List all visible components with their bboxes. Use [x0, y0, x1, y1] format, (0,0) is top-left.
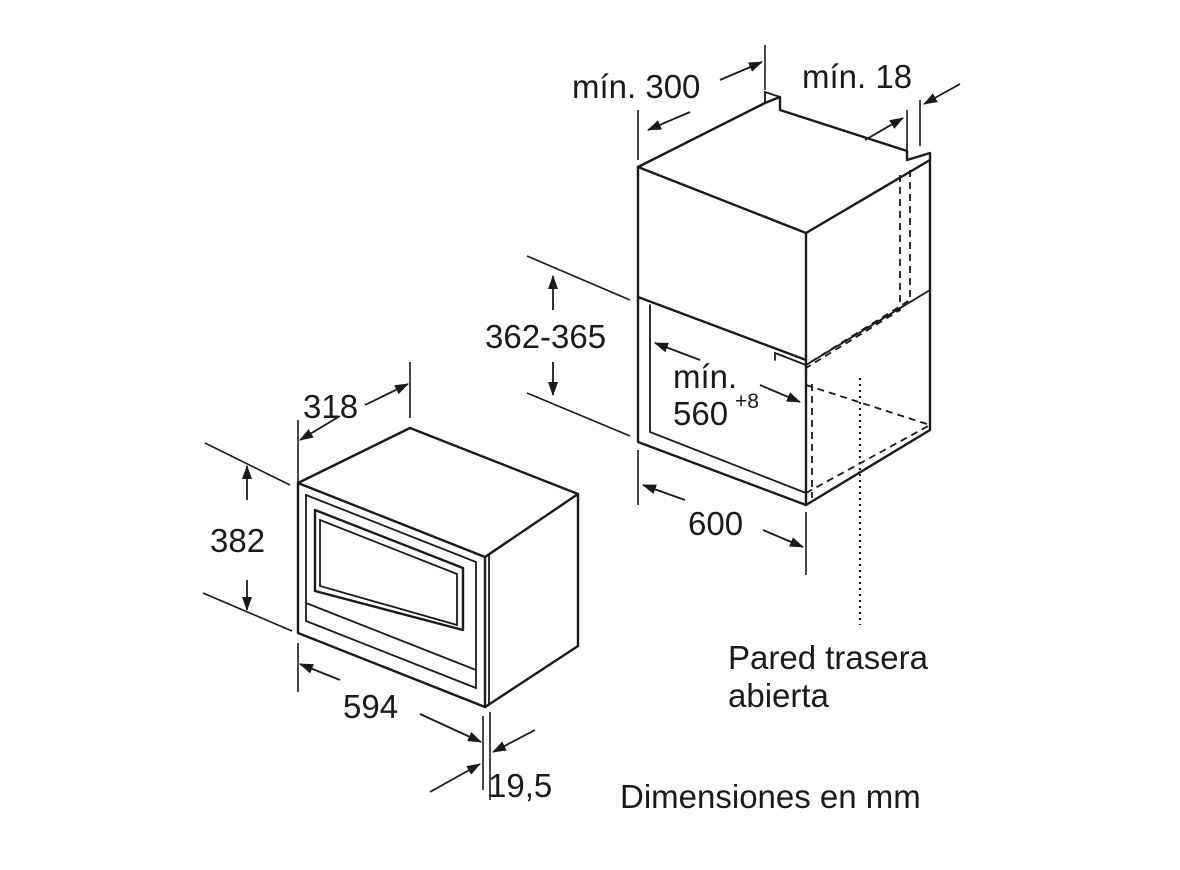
dim-318: 318 — [297, 362, 411, 482]
dim-318-label: 318 — [303, 388, 358, 425]
dim-min-560-tolerance: +8 — [735, 390, 759, 413]
dim-382: 382 — [202, 442, 293, 632]
dim-min-560-value: 560 — [673, 395, 728, 432]
dim-594-label: 594 — [343, 688, 398, 725]
dim-362-365-label: 362-365 — [485, 318, 606, 355]
appliance-top-face — [296, 426, 580, 559]
appliance-door-window-inner — [319, 518, 458, 627]
cabinet-niche-inner — [649, 304, 807, 494]
dim-min-300: mín. 300 — [572, 45, 766, 160]
dim-min-18: mín. 18 — [802, 58, 961, 150]
appliance-door-window — [313, 508, 465, 632]
cabinet-upper-top — [636, 95, 932, 507]
cabinet-niche-outline — [636, 295, 808, 507]
appliance-door-frame — [305, 493, 477, 690]
dim-594: 594 — [297, 643, 484, 790]
rear-wall-label-line1: Pared trasera — [728, 639, 929, 676]
dim-min-300-label: mín. 300 — [572, 68, 700, 105]
dim-min-18-label: mín. 18 — [802, 58, 912, 95]
appliance-drawing — [296, 426, 580, 709]
cabinet-upper-front — [636, 165, 808, 362]
dim-362-365: 362-365 — [485, 255, 631, 437]
cabinet-drawing — [636, 90, 932, 625]
cabinet-upper-top-edge — [804, 158, 932, 235]
units-note: Dimensiones en mm — [620, 778, 921, 815]
dim-min-560: mín. 560 +8 — [654, 342, 801, 432]
appliance-right-side — [483, 492, 580, 709]
dim-19-5: 19,5 — [429, 712, 552, 804]
dim-19-5-label: 19,5 — [488, 767, 552, 804]
dim-min-560-prefix: mín. — [673, 358, 737, 395]
dim-600: 600 — [637, 450, 807, 575]
dim-382-label: 382 — [210, 522, 265, 559]
appliance-control-strip — [305, 602, 477, 671]
dim-600-label: 600 — [688, 505, 743, 542]
rear-wall-label-line2: abierta — [728, 677, 830, 714]
